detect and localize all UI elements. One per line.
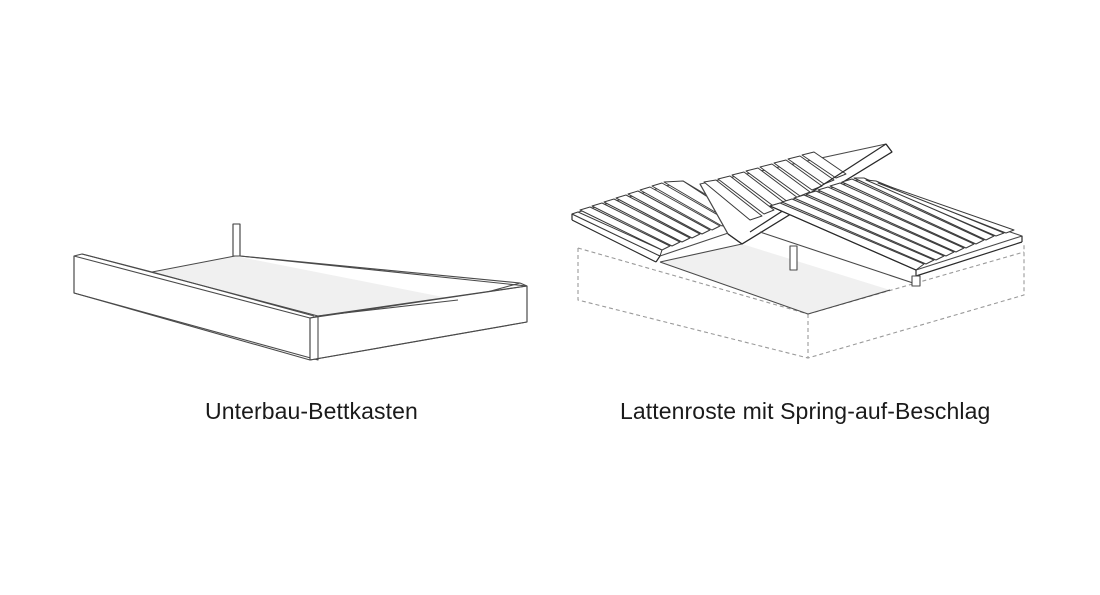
raised-slat-frame bbox=[699, 143, 893, 245]
storage-floor bbox=[660, 244, 890, 314]
slatted-frame-illustration bbox=[571, 143, 1025, 359]
center-support bbox=[789, 245, 798, 271]
caption-slatted-frame: Lattenroste mit Spring-auf-Beschlag bbox=[620, 398, 991, 424]
drawer-back-panel bbox=[232, 223, 241, 257]
fitting-hardware bbox=[911, 275, 921, 287]
bed-drawer-illustration bbox=[73, 223, 528, 361]
right-slat-frame bbox=[759, 177, 1023, 285]
caption-bed-drawer: Unterbau-Bettkasten bbox=[205, 398, 418, 424]
